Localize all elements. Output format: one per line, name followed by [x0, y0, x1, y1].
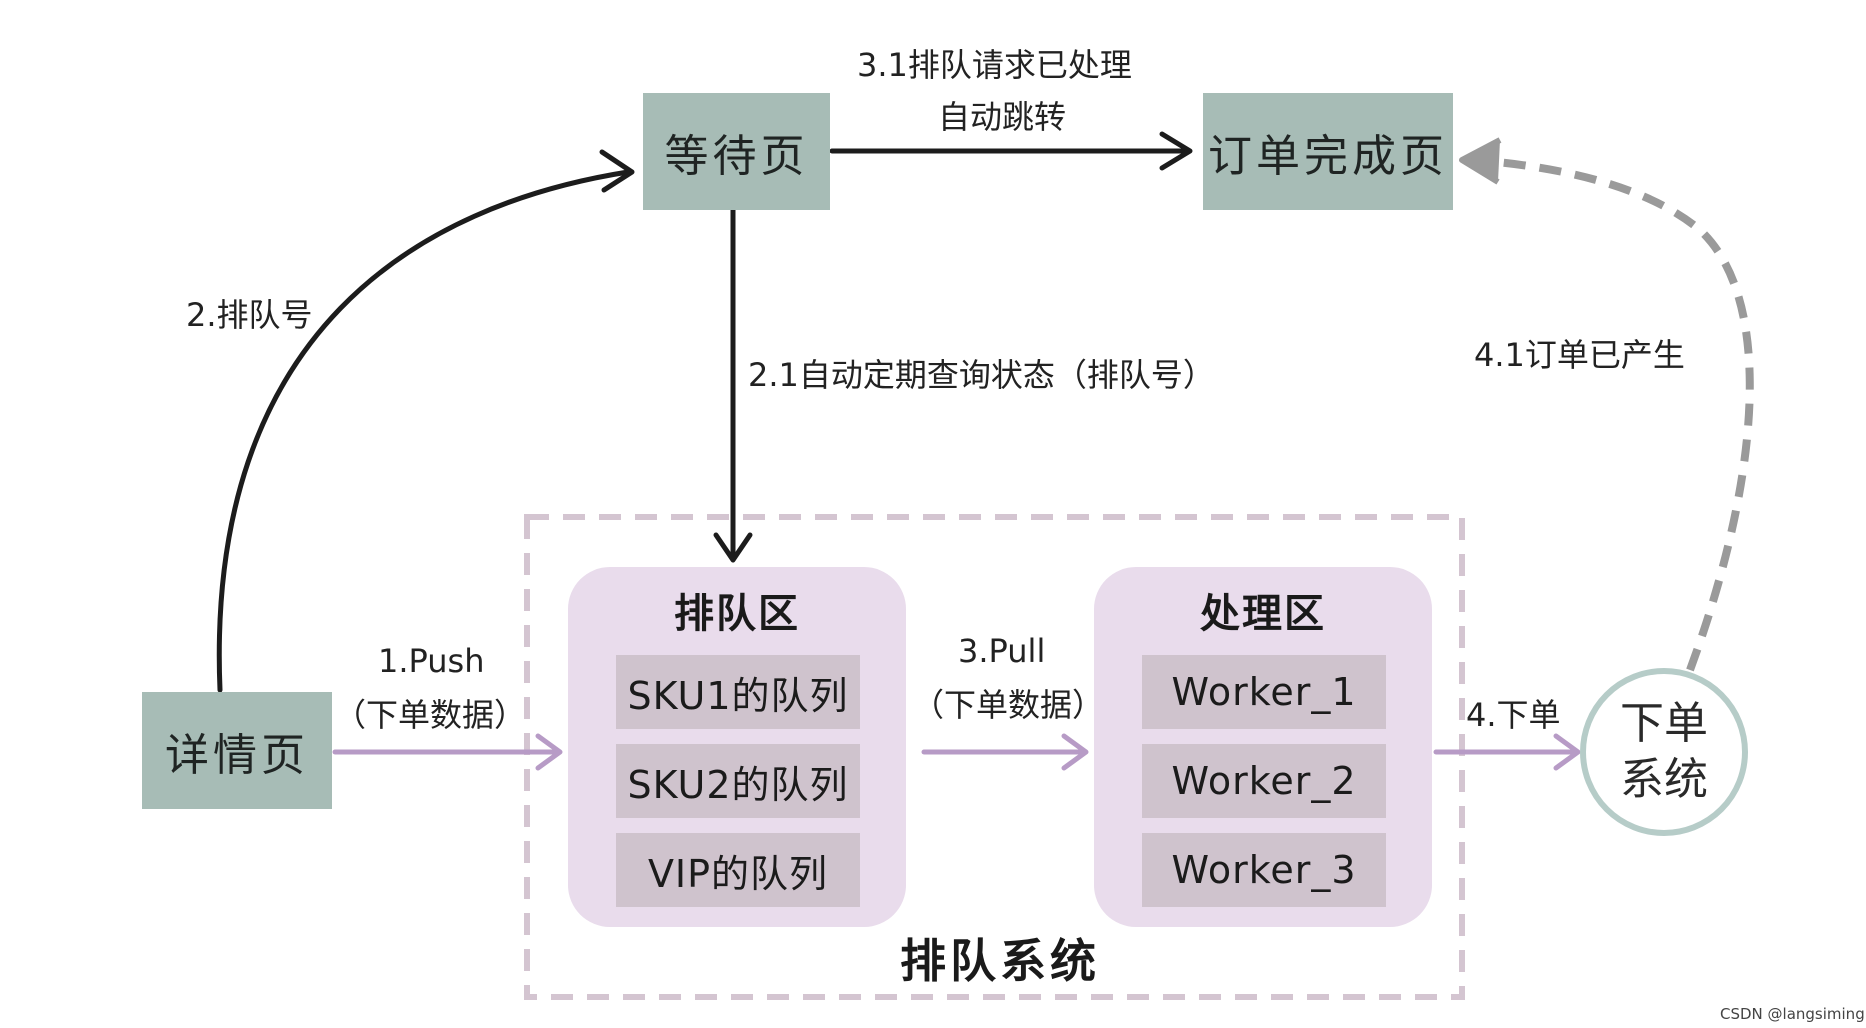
edge-label-pull-2: （下单数据） [912, 686, 1105, 724]
detail-page-node: 详情页 [142, 692, 332, 809]
queue-zone: 排队区 SKU1的队列 SKU2的队列 VIP的队列 [568, 567, 906, 927]
edge-label-poll-status: 2.1自动定期查询状态（排队号） [748, 356, 1215, 394]
worker-item: Worker_1 [1142, 655, 1386, 729]
edge-label-order-created: 4.1订单已产生 [1474, 336, 1685, 374]
process-zone-title: 处理区 [1200, 591, 1326, 637]
arrow-order-created [1473, 156, 1754, 672]
detail-page-label: 详情页 [165, 729, 309, 781]
queue-item: SKU2的队列 [616, 744, 860, 818]
arrow-queue-number [216, 169, 631, 693]
edge-label-redirect-1: 3.1排队请求已处理 [857, 46, 1132, 84]
process-zone: 处理区 Worker_1 Worker_2 Worker_3 [1094, 567, 1432, 927]
edge-label-pull-1: 3.Pull [958, 632, 1046, 670]
edge-label-queue-number: 2.排队号 [186, 296, 313, 334]
arrow-order-created-head [1459, 137, 1502, 185]
arrow-queue-number-head [599, 149, 635, 193]
order-system-label-2: 系统 [1620, 754, 1708, 805]
queue-item: VIP的队列 [616, 833, 860, 907]
order-system-node: 下单 系统 [1580, 668, 1748, 836]
order-done-page-label: 订单完成页 [1208, 130, 1448, 182]
arrow-place-order-head [1553, 733, 1581, 771]
edge-label-push-2: （下单数据） [334, 696, 527, 734]
worker-item: Worker_2 [1142, 744, 1386, 818]
queue-system-border [524, 514, 1465, 1000]
arrow-push-head [535, 733, 563, 771]
edge-label-redirect-2: 自动跳转 [938, 98, 1067, 136]
queue-zone-title: 排队区 [674, 591, 800, 637]
queue-item: SKU1的队列 [616, 655, 860, 729]
wait-page-label: 等待页 [664, 130, 809, 182]
wait-page-node: 等待页 [643, 93, 830, 210]
queue-system-title: 排队系统 [900, 934, 1100, 988]
order-done-page-node: 订单完成页 [1203, 93, 1453, 210]
edge-label-place-order: 4.下单 [1466, 696, 1561, 734]
credit-watermark: CSDN @langsiming [1720, 1005, 1865, 1023]
arrow-pull-head [1061, 733, 1089, 771]
order-system-label-1: 下单 [1620, 698, 1708, 749]
edge-label-push-1: 1.Push [378, 642, 485, 680]
arrow-auto-redirect-head [1159, 131, 1193, 171]
arrow-poll-status-head [713, 532, 753, 563]
worker-item: Worker_3 [1142, 833, 1386, 907]
